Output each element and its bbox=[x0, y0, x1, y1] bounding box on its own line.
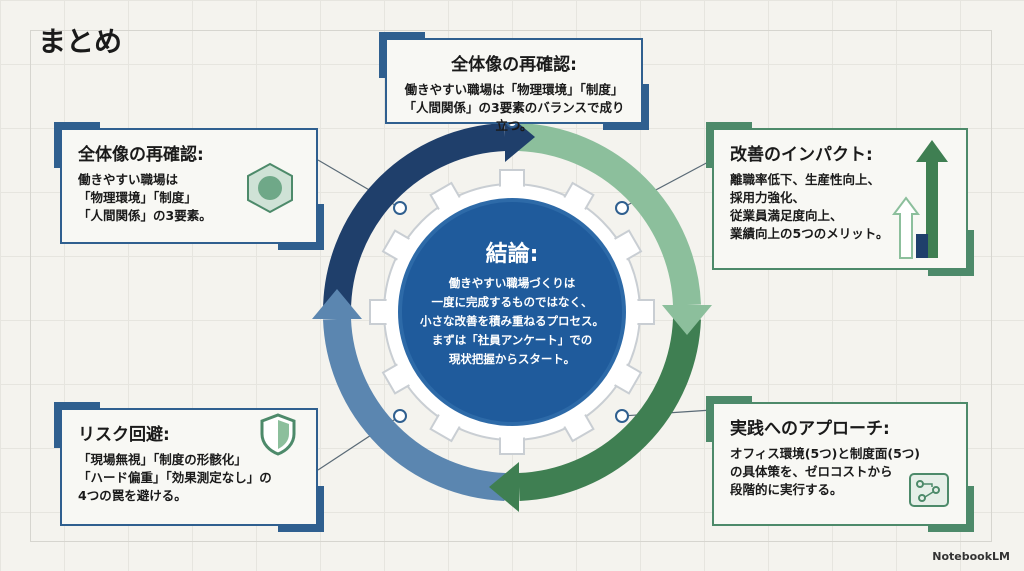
card-body: 働きやすい職場は 「物理環境」「制度」 「人間関係」の3要素。 bbox=[78, 172, 212, 223]
connector-nodes bbox=[393, 116, 629, 423]
card-overview-left: 全体像の再確認: 働きやすい職場は 「物理環境」「制度」 「人間関係」の3要素。 bbox=[54, 122, 324, 250]
arrow-segment-navy bbox=[322, 123, 506, 313]
conclusion-body: 働きやすい職場づくりは 一度に完成するものではなく、 小さな改善を積み重ねるプロ… bbox=[420, 276, 604, 366]
arrowhead-light-green bbox=[662, 305, 712, 335]
growth-arrows-icon bbox=[892, 140, 948, 259]
card-body: 働きやすい職場は「物理環境」「制度」 「人間関係」の3要素のバランスで成り立つ。 bbox=[403, 82, 625, 133]
arrowhead-dark-green bbox=[489, 462, 519, 512]
arrow-segment-steel-blue bbox=[323, 318, 506, 501]
card-approach: 実践へのアプローチ: オフィス環境(5つ)と制度面(5つ) の具体策を、ゼロコス… bbox=[706, 396, 974, 532]
card-heading: 全体像の再確認: bbox=[451, 55, 577, 75]
card-body: 離職率低下、生産性向上、 採用力強化、 従業員満足度向上、 業績向上の5つのメリ… bbox=[730, 172, 889, 241]
arrowhead-steel-blue bbox=[312, 289, 362, 319]
card-heading: 実践へのアプローチ: bbox=[730, 419, 890, 439]
card-body: オフィス環境(5つ)と制度面(5つ) の具体策を、ゼロコストから 段階的に実行す… bbox=[730, 446, 920, 497]
frame bbox=[30, 30, 992, 542]
conclusion-heading: 結論: bbox=[485, 242, 539, 267]
conclusion: 結論: 働きやすい職場づくりは 一度に完成するものではなく、 小さな改善を積み重… bbox=[407, 236, 617, 369]
brand-label: NotebookLM bbox=[932, 550, 1010, 563]
arrow-segment-light-green bbox=[518, 123, 701, 306]
arrow-segment-dark-green bbox=[518, 318, 701, 501]
page-title: まとめ bbox=[38, 25, 123, 58]
card-risk: リスク回避: 「現場無視」「制度の形骸化」 「ハード偏重」「効果測定なし」の 4… bbox=[54, 402, 324, 532]
card-body: 「現場無視」「制度の形骸化」 「ハード偏重」「効果測定なし」の 4つの罠を避ける… bbox=[78, 452, 272, 503]
card-overview-top: 全体像の再確認: 働きやすい職場は「物理環境」「制度」 「人間関係」の3要素のバ… bbox=[379, 32, 649, 133]
roadmap-scroll-icon bbox=[909, 473, 949, 507]
gear bbox=[369, 169, 655, 455]
card-impact: 改善のインパクト: 離職率低下、生産性向上、 採用力強化、 従業員満足度向上、 … bbox=[706, 122, 974, 276]
hexagon-circle-icon bbox=[247, 162, 293, 214]
card-heading: リスク回避: bbox=[78, 425, 170, 445]
card-heading: 改善のインパクト: bbox=[730, 145, 873, 165]
card-heading: 全体像の再確認: bbox=[78, 145, 204, 165]
shield-icon bbox=[260, 413, 296, 456]
